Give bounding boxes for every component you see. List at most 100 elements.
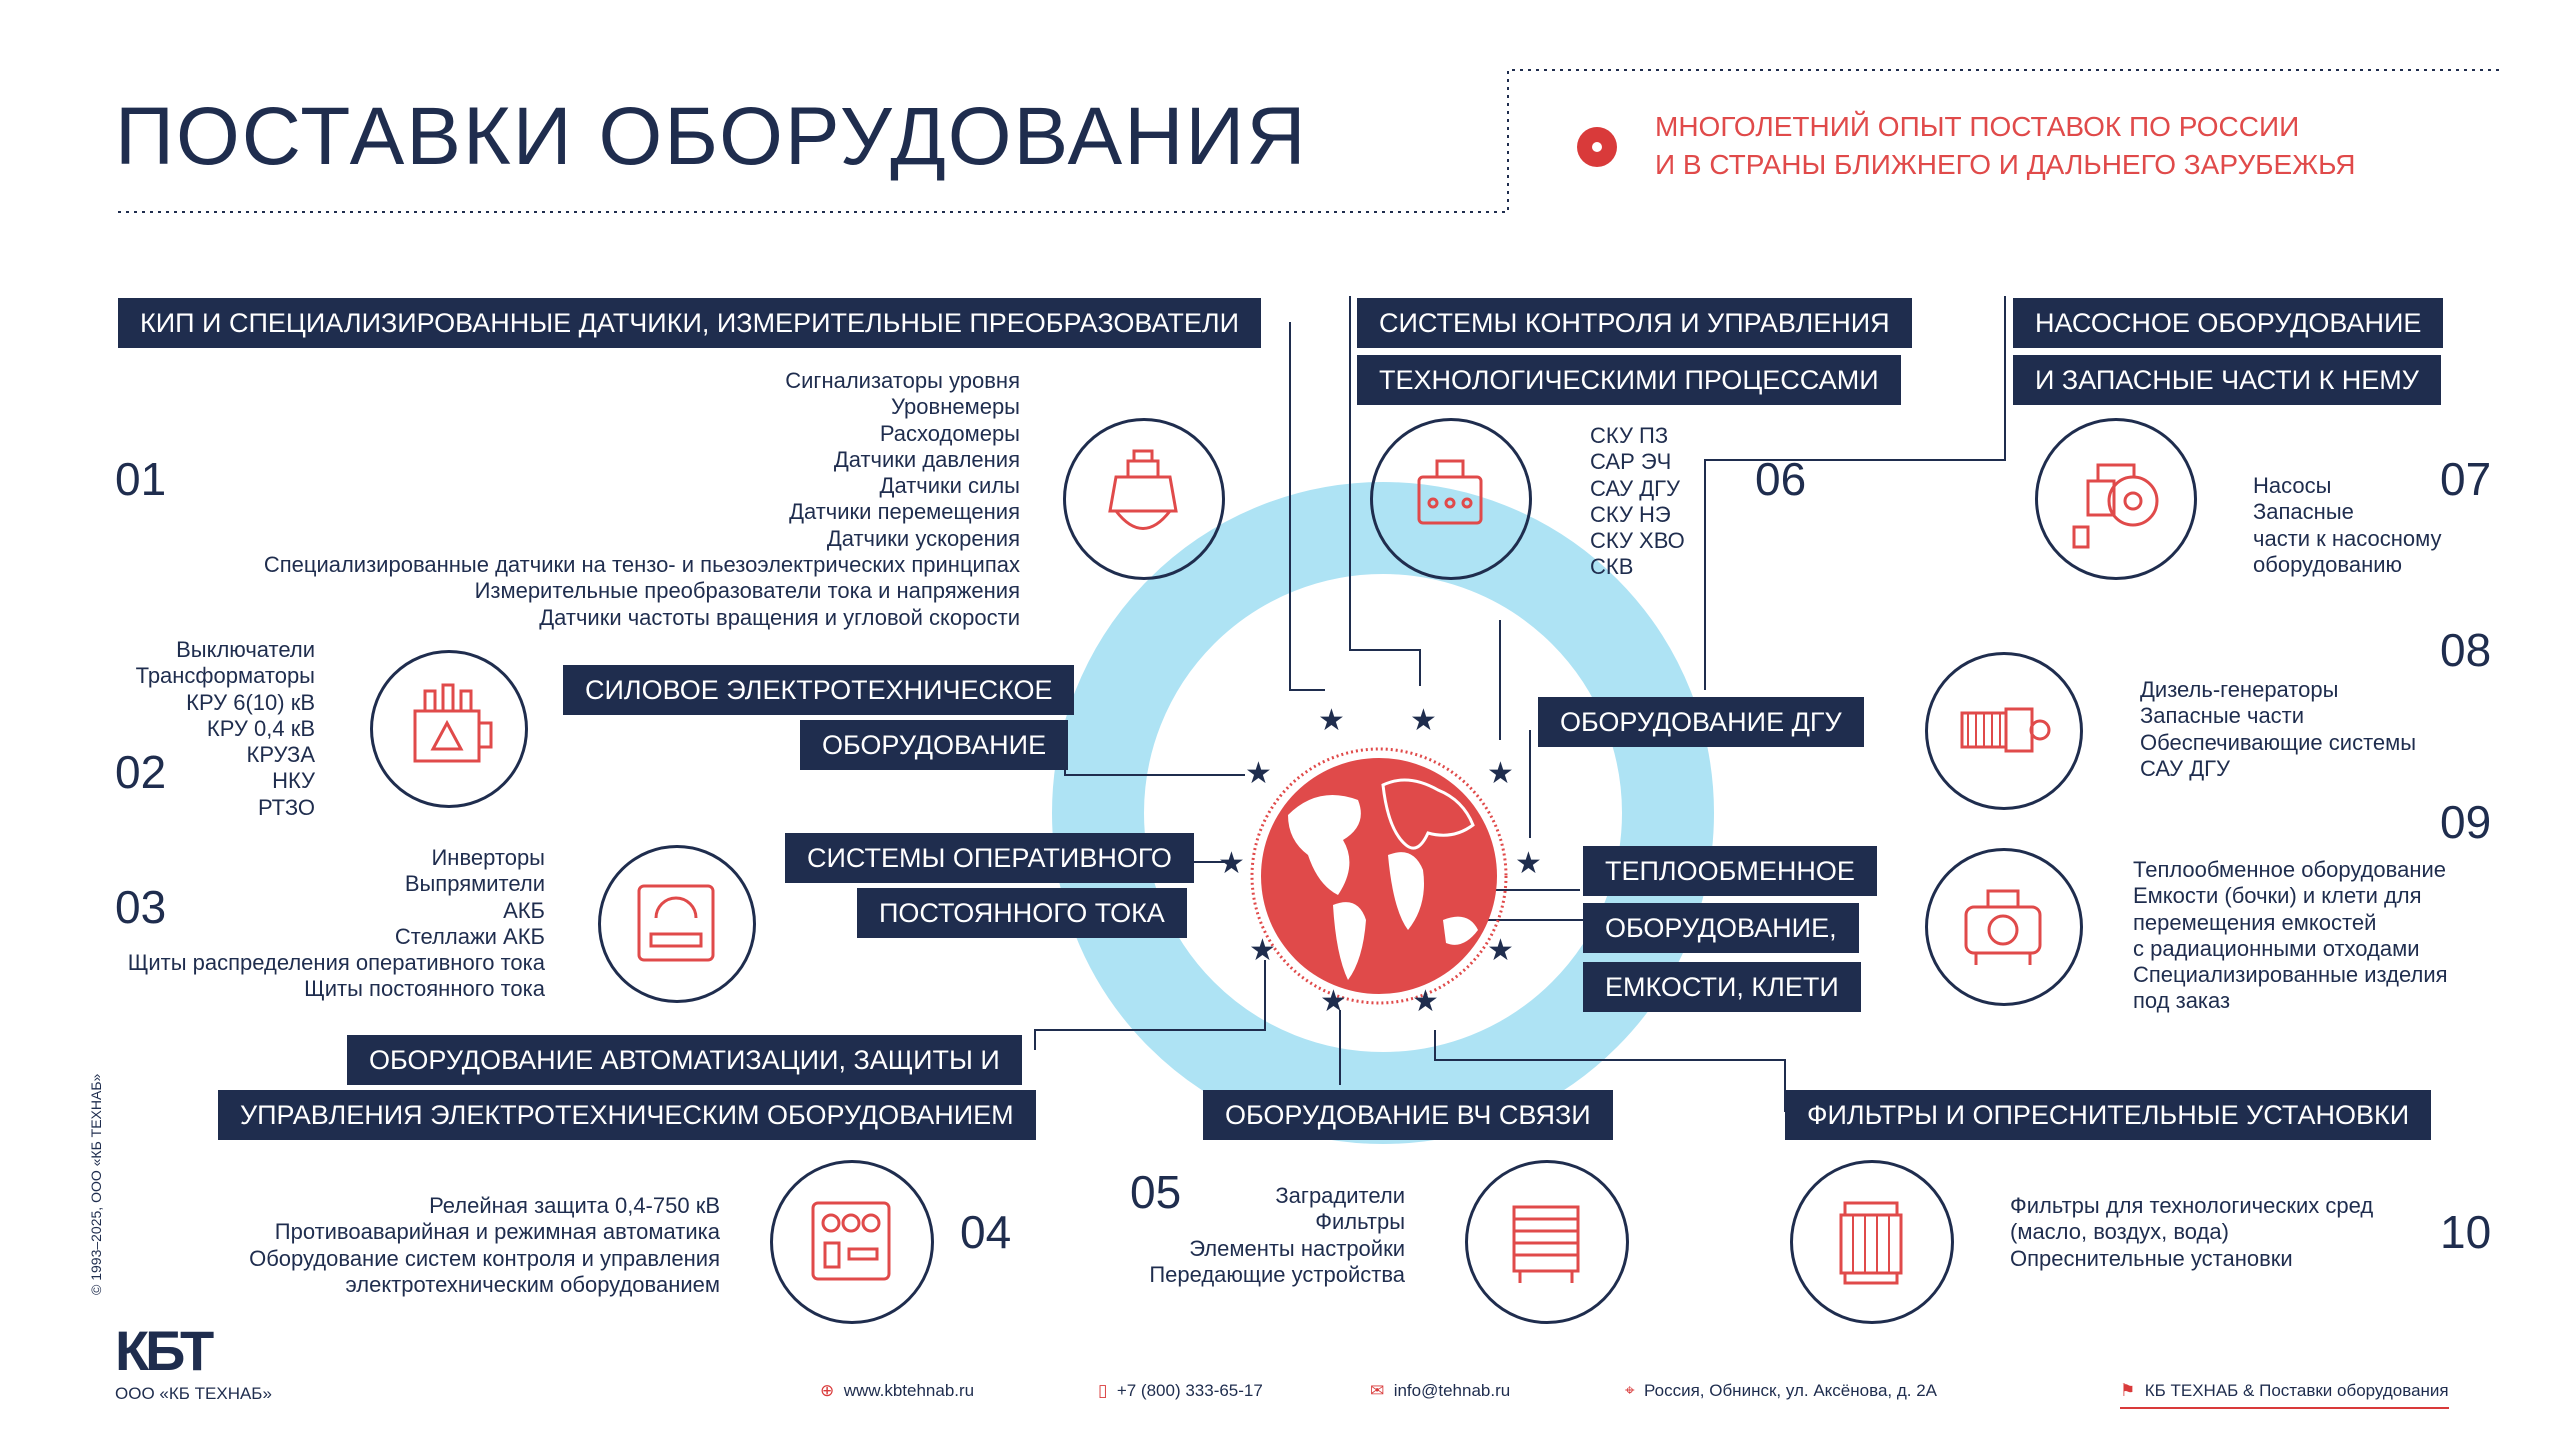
email-link[interactable]: info@tehnab.ru xyxy=(1393,1381,1511,1400)
phone-link[interactable]: +7 (800) 333-65-17 xyxy=(1116,1381,1263,1400)
section-04-heading: УПРАВЛЕНИЯ ЭЛЕКТРОТЕХНИЧЕСКИМ ОБОРУДОВАН… xyxy=(218,1090,1036,1140)
generator-icon xyxy=(1925,652,2083,810)
site-link[interactable]: www.kbtehnab.ru xyxy=(843,1381,975,1400)
list-item: Релейная защита 0,4-750 кВ xyxy=(429,1193,720,1218)
flag-icon: ⚑ xyxy=(2120,1381,2136,1400)
company-logo: КБТ xyxy=(115,1319,214,1382)
section-06-heading: СИСТЕМЫ КОНТРОЛЯ И УПРАВЛЕНИЯ xyxy=(1357,298,1912,348)
list-item: под заказ xyxy=(2133,988,2231,1014)
pump-icon xyxy=(2035,418,2197,580)
list-item: САУ ДГУ xyxy=(2140,755,2230,781)
section-07-heading: НАСОСНОЕ ОБОРУДОВАНИЕ xyxy=(2013,298,2444,348)
section-07-number: 07 xyxy=(2440,453,2492,505)
section-08-list: Дизель-генераторы Запасные части Обеспеч… xyxy=(2140,677,2416,782)
section-06-number: 06 xyxy=(1755,453,1807,505)
section-08-number: 08 xyxy=(2440,624,2492,676)
list-item: СКУ ПЗ xyxy=(1590,423,1669,448)
list-item: Трансформаторы xyxy=(135,663,315,689)
filter-icon xyxy=(1790,1160,1954,1324)
globe-icon xyxy=(1248,745,1510,1007)
star-icon: ★ xyxy=(1318,704,1345,737)
list-item: Опреснительные установки xyxy=(2010,1245,2293,1271)
footer-phone[interactable]: ▯ +7 (800) 333-65-17 xyxy=(1098,1381,1263,1401)
section-03-heading: ПОСТОЯННОГО ТОКА xyxy=(857,888,1187,938)
location-icon: ⌖ xyxy=(1625,1381,1635,1400)
list-item: Стеллажи АКБ xyxy=(394,923,545,949)
footer-address: ⌖ Россия, Обнинск, ул. Аксёнова, д. 2А xyxy=(1625,1381,1937,1401)
list-item: Противоаварийная и режимная автоматика xyxy=(274,1219,720,1245)
list-item: Обеспечивающие системы xyxy=(2140,729,2417,755)
list-item: Элементы настройки xyxy=(1189,1235,1405,1261)
section-09-list: Теплообменное оборудование Емкости (бочк… xyxy=(2133,857,2448,1015)
star-icon: ★ xyxy=(1487,757,1514,790)
list-item: САР ЭЧ xyxy=(1590,449,1672,475)
copyright-text: © 1993–2025, ООО «КБ ТЕХНАБ» xyxy=(88,1073,104,1295)
list-item: Емкости (бочки) и клети для xyxy=(2133,883,2422,909)
phone-icon: ▯ xyxy=(1098,1381,1108,1400)
list-item: СКВ xyxy=(1590,554,1634,580)
section-02-list: Выключатели Трансформаторы КРУ 6(10) кВ … xyxy=(100,637,315,821)
list-item: части к насосному xyxy=(2253,525,2442,551)
list-item: Фильтры для технологических сред xyxy=(2010,1193,2374,1218)
section-04-list: Релейная защита 0,4-750 кВ Противоаварий… xyxy=(100,1193,720,1298)
list-item: Датчики давления xyxy=(833,446,1020,472)
star-icon: ★ xyxy=(1410,704,1437,737)
star-icon: ★ xyxy=(1249,934,1276,967)
star-icon: ★ xyxy=(1487,934,1514,967)
star-icon: ★ xyxy=(1412,985,1439,1018)
star-icon: ★ xyxy=(1218,847,1245,880)
list-item: Передающие устройства xyxy=(1149,1261,1405,1287)
star-icon: ★ xyxy=(1320,985,1347,1018)
star-icon: ★ xyxy=(1245,757,1272,790)
section-10-list: Фильтры для технологических сред (масло,… xyxy=(2010,1193,2373,1272)
section-03-heading: СИСТЕМЫ ОПЕРАТИВНОГО xyxy=(785,833,1194,883)
list-item: Насосы xyxy=(2253,473,2332,498)
address-text: Россия, Обнинск, ул. Аксёнова, д. 2А xyxy=(1644,1381,1937,1400)
section-03-number: 03 xyxy=(115,881,167,933)
list-item: Датчики ускорения xyxy=(826,525,1020,551)
list-item: с радиационными отходами xyxy=(2133,935,2420,961)
section-01-heading: КИП И СПЕЦИАЛИЗИРОВАННЫЕ ДАТЧИКИ, ИЗМЕРИ… xyxy=(118,298,1262,348)
section-04-number: 04 xyxy=(960,1206,1012,1258)
list-item: Измерительные преобразователи тока и нап… xyxy=(474,578,1020,604)
list-item: Специализированные датчики на тензо- и п… xyxy=(263,552,1020,578)
list-item: Выпрямители xyxy=(404,871,545,897)
subtitle-line: И В СТРАНЫ БЛИЖНЕГО И ДАЛЬНЕГО ЗАРУБЕЖЬЯ xyxy=(1655,149,2356,180)
sensor-icon xyxy=(1063,418,1225,580)
footer-site[interactable]: ⊕ www.kbtehnab.ru xyxy=(820,1381,974,1401)
section-07-list: Насосы Запасные части к насосному оборуд… xyxy=(2253,473,2442,578)
list-item: Дизель-генераторы xyxy=(2140,677,2339,702)
list-item: Запасные xyxy=(2253,499,2354,525)
list-item: Оборудование систем контроля и управлени… xyxy=(249,1245,720,1271)
list-item: оборудованию xyxy=(2253,551,2403,577)
star-icon: ★ xyxy=(1515,847,1542,880)
section-08-heading: ОБОРУДОВАНИЕ ДГУ xyxy=(1538,697,1864,747)
section-02-heading: СИЛОВОЕ ЭЛЕКТРОТЕХНИЧЕСКОЕ xyxy=(563,665,1075,715)
section-05-heading: ОБОРУДОВАНИЕ ВЧ СВЯЗИ xyxy=(1203,1090,1613,1140)
globe-icon: ⊕ xyxy=(820,1381,835,1400)
section-09-heading: ОБОРУДОВАНИЕ, xyxy=(1583,903,1859,953)
list-item: Фильтры xyxy=(1315,1209,1405,1235)
section-06-heading: ТЕХНОЛОГИЧЕСКИМИ ПРОЦЕССАМИ xyxy=(1357,355,1901,405)
list-item: Щиты распределения оперативного тока xyxy=(127,950,545,976)
list-item: НКУ xyxy=(272,768,315,794)
list-item: Специализированные изделия xyxy=(2133,962,2448,988)
copyright-value: 1993–2025, ООО «КБ ТЕХНАБ» xyxy=(88,1073,104,1281)
target-icon xyxy=(1577,127,1617,167)
section-09-heading: ТЕПЛООБМЕННОЕ xyxy=(1583,846,1877,896)
section-05-number: 05 xyxy=(1130,1166,1182,1218)
list-item: СКУ ХВО xyxy=(1590,528,1685,554)
control-unit-icon xyxy=(1370,418,1532,580)
company-name: ООО «КБ ТЕХНАБ» xyxy=(115,1384,272,1403)
tag-text: КБ ТЕХНАБ & Поставки оборудования xyxy=(2144,1381,2449,1400)
section-09-number: 09 xyxy=(2440,796,2492,848)
list-item: Щиты постоянного тока xyxy=(304,976,545,1002)
footer-tag: ⚑ КБ ТЕХНАБ & Поставки оборудования xyxy=(2120,1381,2449,1409)
list-item: РТЗО xyxy=(257,794,315,820)
footer-email[interactable]: ✉ info@tehnab.ru xyxy=(1370,1381,1510,1401)
section-10-number: 10 xyxy=(2440,1206,2492,1258)
list-item: Заградители xyxy=(1275,1183,1405,1208)
list-item: Выключатели xyxy=(176,637,315,662)
section-04-heading: ОБОРУДОВАНИЕ АВТОМАТИЗАЦИИ, ЗАЩИТЫ И xyxy=(347,1035,1022,1085)
subtitle-line: МНОГОЛЕТНИЙ ОПЫТ ПОСТАВОК ПО РОССИИ xyxy=(1655,111,2300,142)
